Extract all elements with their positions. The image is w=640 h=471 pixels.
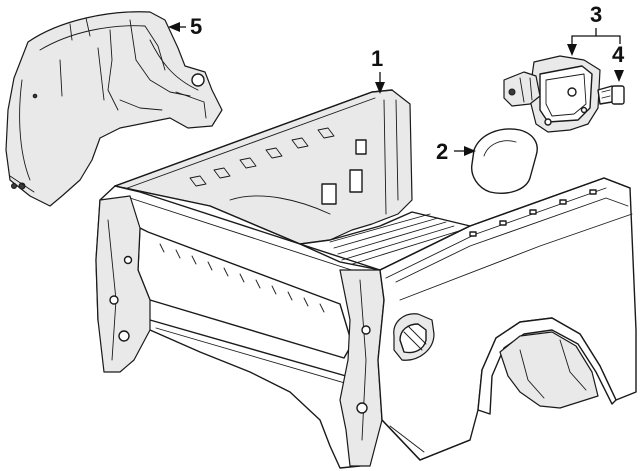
- callout-4: 4: [612, 42, 625, 82]
- callout-label: 3: [590, 2, 602, 27]
- bed-floor-ribs: [329, 213, 463, 267]
- arrowhead: [168, 22, 180, 32]
- callout-label: 1: [371, 46, 383, 71]
- arrowhead: [567, 44, 577, 56]
- callout-5: 5: [168, 14, 202, 39]
- callout-label: 2: [436, 139, 448, 164]
- leader-line: [571, 28, 597, 44]
- pickup-box: [95, 89, 637, 469]
- fuel-door: [471, 128, 538, 194]
- leader-line-branch: [596, 35, 621, 44]
- wheelhouse-liner: [5, 11, 223, 207]
- callout-1: 1: [371, 46, 385, 94]
- callout-label: 4: [612, 42, 625, 67]
- inner-panel-ribs: [159, 243, 325, 313]
- callout-2: 2: [436, 139, 476, 164]
- callout-label: 5: [190, 14, 202, 39]
- arrowhead: [375, 82, 385, 94]
- fastener: [597, 85, 625, 105]
- arrowhead: [614, 70, 624, 82]
- callout-3: 3: [567, 2, 621, 56]
- fuel-door-housing: [503, 55, 601, 133]
- arrowhead: [464, 146, 476, 156]
- rail-holes: [469, 189, 597, 237]
